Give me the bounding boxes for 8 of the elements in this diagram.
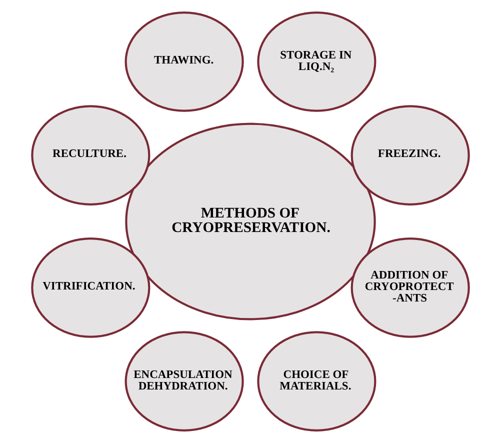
- node-ellipse: ENCAPSULATION DEHYDRATION.: [124, 331, 244, 432]
- node-ellipse: STORAGE IN LIQ.N₂: [256, 12, 376, 112]
- node-ellipse: CHOICE OF MATERIALS.: [256, 331, 376, 432]
- node-ellipse: ADDITION OF CRYOPROTECT -ANTS: [350, 238, 470, 338]
- node-ellipse: RECULTURE.: [30, 105, 150, 206]
- node-ellipse: THAWING.: [124, 12, 244, 112]
- node-ellipse: FREEZING.: [350, 105, 470, 206]
- node-ellipse: VITRIFICATION.: [30, 238, 150, 338]
